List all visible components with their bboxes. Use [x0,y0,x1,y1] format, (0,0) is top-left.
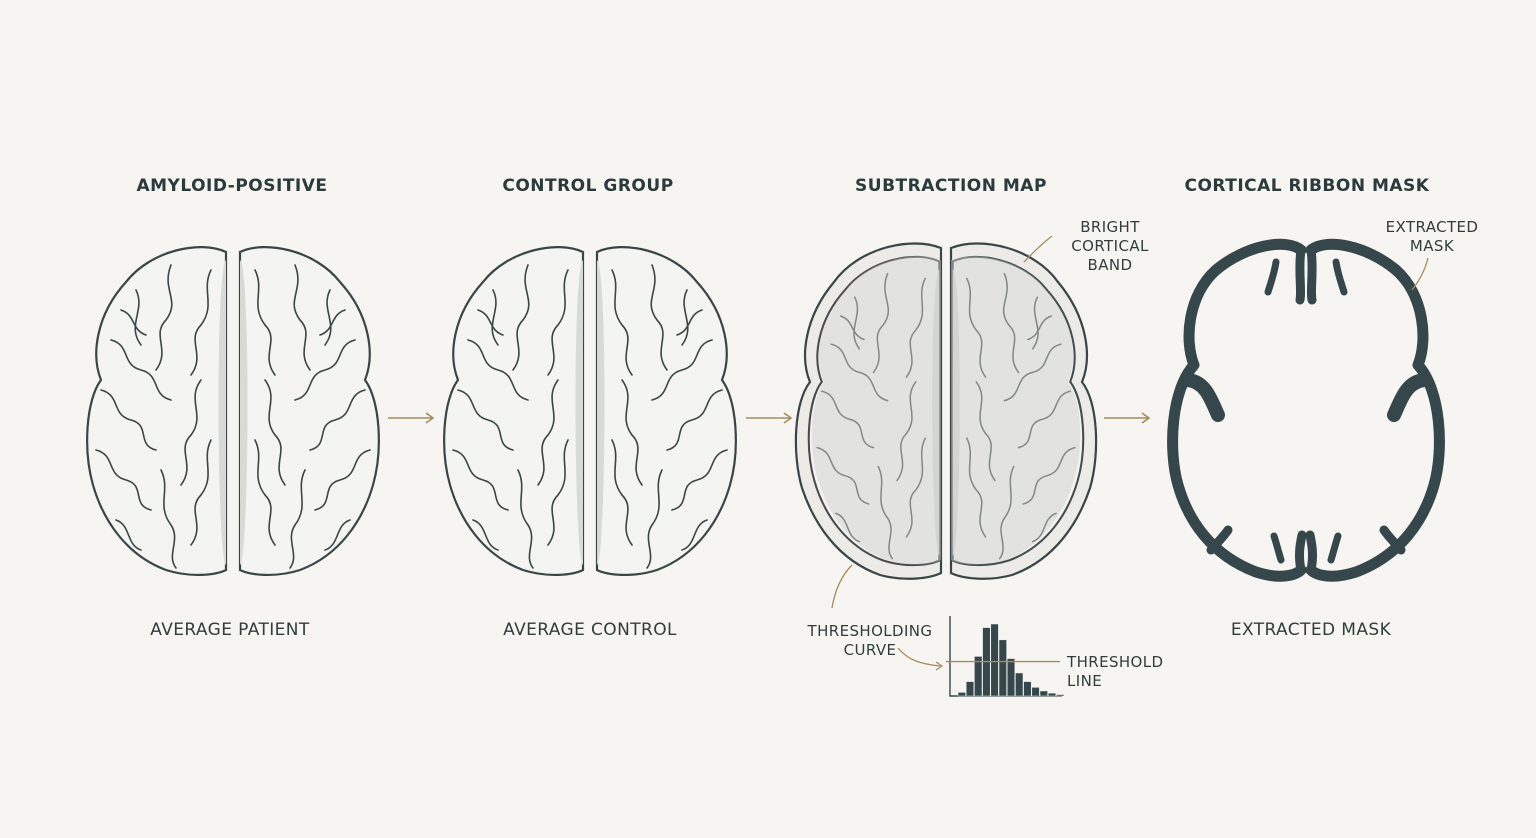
brain-subtraction-illustration [794,242,1098,580]
histogram-bar [1047,692,1057,697]
brain-control-illustration [443,245,737,577]
note-line: CURVE [843,641,897,659]
histogram-bar [974,656,983,697]
histogram-bar [1006,658,1016,697]
leader-bright-band [1023,235,1053,263]
note-line: THRESHOLDING [807,622,933,640]
arrow-2-head [783,412,793,424]
arrow-3-head [1141,412,1151,424]
brain-amyloid-illustration [86,245,380,577]
histogram-bar [957,692,966,697]
panel-title-subtraction: SUBTRACTION MAP [855,176,1047,196]
leader-lines [831,235,1429,671]
note-line: BAND [1087,256,1133,274]
panel-title-amyloid: AMYLOID-POSITIVE [136,176,328,196]
flow-arrows [388,412,1151,424]
note-bright-cortical-band: BRIGHT CORTICAL BAND [1060,218,1160,275]
leader-extracted-mask [1411,257,1429,291]
histogram-bar [998,639,1007,697]
threshold-histogram [946,616,1065,697]
note-extracted-mask: EXTRACTED MASK [1372,218,1492,256]
caption-extracted-mask: EXTRACTED MASK [1230,620,1392,640]
cortical-ribbon-mask-illustration [1167,238,1445,582]
note-line: MASK [1409,237,1455,255]
note-line: LINE [1067,672,1103,690]
caption-average-control: AVERAGE CONTROL [503,620,677,640]
note-line: CORTICAL [1071,237,1149,255]
histogram-bar [1039,690,1048,697]
note-thresholding-curve: THRESHOLDING CURVE [790,622,950,660]
note-line: BRIGHT [1080,218,1140,236]
leader-thresholding-arrowhead [935,661,944,671]
note-threshold-line: THRESHOLD LINE [1067,653,1187,691]
histogram-bar [1023,681,1032,697]
histogram-bar [1056,694,1065,697]
arrow-1-head [425,412,435,424]
leader-thresholding-curve-top [831,564,853,609]
histogram-bar [1031,687,1040,697]
panel-title-control: CONTROL GROUP [502,176,674,196]
note-line: EXTRACTED [1385,218,1479,236]
histogram-bar [990,623,999,697]
leader-thresholding-curve [897,647,941,667]
caption-average-patient: AVERAGE PATIENT [150,620,310,640]
histogram-bar [1015,672,1024,697]
note-line: THRESHOLD [1067,653,1164,671]
histogram-bar [965,681,975,697]
panel-title-mask: CORTICAL RIBBON MASK [1184,176,1430,196]
